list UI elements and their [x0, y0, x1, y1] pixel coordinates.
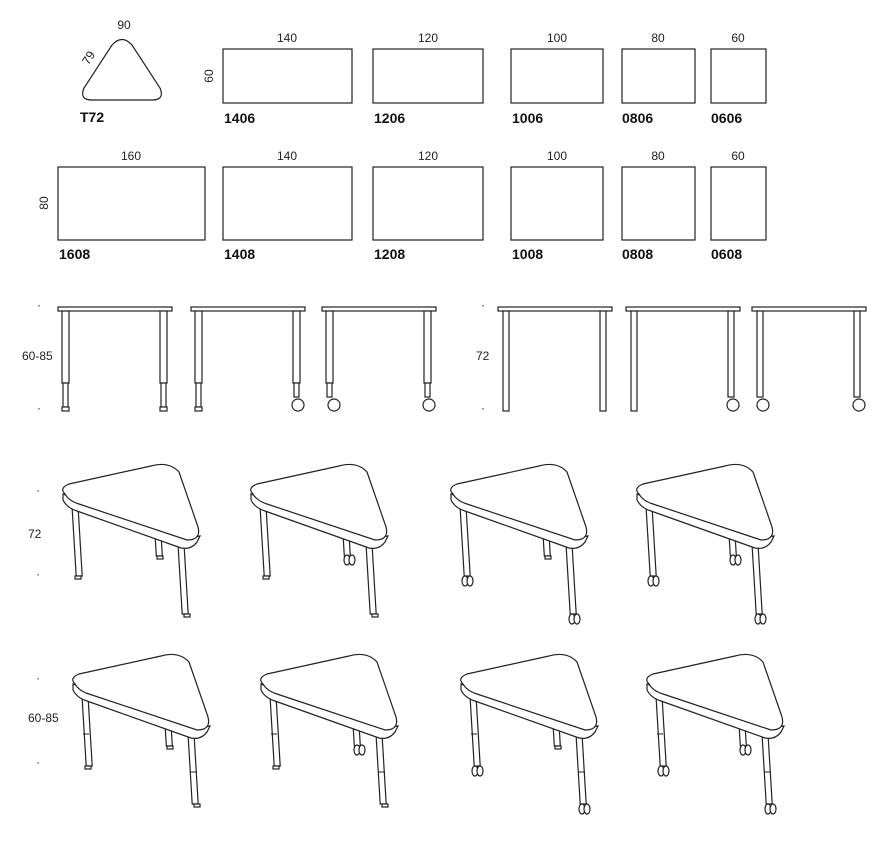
perspective-tables: [62, 463, 786, 815]
table-0806-code: 0806: [622, 110, 653, 126]
table-1006-code: 1006: [512, 110, 543, 126]
perspective-triangle-table: [636, 463, 776, 625]
side-adjustable-height-label: 60-85: [22, 349, 53, 363]
table-0808-code: 0808: [622, 246, 653, 262]
side-view-adjustable-group: · 60-85 ·: [22, 298, 437, 415]
perspective-triangle-table: [646, 653, 786, 815]
table-1208-width: 120: [418, 149, 438, 163]
row60-height-label: 60: [202, 69, 216, 83]
table-1408-code: 1408: [224, 246, 255, 262]
triangle-code-label: T72: [80, 109, 104, 125]
table-1208: 120 1208: [372, 149, 484, 262]
table-1608-width: 160: [121, 149, 141, 163]
table-0606-width: 60: [731, 31, 745, 45]
perspective-adjustable-height-label: 60-85: [28, 711, 59, 725]
perspective-triangle-table: [62, 463, 202, 618]
table-0808-width: 80: [651, 149, 665, 163]
table-0808: 80 0808: [621, 149, 696, 262]
dot-marker: ·: [37, 298, 41, 312]
side-table-casters: [321, 306, 437, 412]
table-1206: 120 1206: [372, 31, 484, 126]
triangle-top-plan: 90 79 T72: [79, 18, 162, 125]
side-view-fixed-group: · 72 ·: [476, 298, 867, 415]
dot-marker: ·: [481, 298, 485, 312]
table-1406-width: 140: [277, 31, 297, 45]
table-0606-code: 0606: [711, 110, 742, 126]
table-1406: 140 1406: [222, 31, 353, 126]
table-0608-code: 0608: [711, 246, 742, 262]
dot-marker: ·: [481, 401, 485, 415]
caster-icon: [726, 398, 740, 412]
side-table-glides: [57, 306, 173, 412]
table-1206-code: 1206: [374, 110, 405, 126]
table-0806: 80 0806: [621, 31, 696, 126]
table-0606: 60 0606: [710, 31, 767, 126]
perspective-triangle-table: [450, 463, 590, 625]
side-fixed-height-label: 72: [476, 349, 490, 363]
table-1006: 100 1006: [510, 31, 604, 126]
table-1608: 160 1608: [57, 149, 206, 262]
triangle-side-label: 79: [79, 48, 98, 67]
triangle-width-label: 90: [117, 18, 131, 32]
table-1608-code: 1608: [59, 246, 90, 262]
table-1006-width: 100: [547, 31, 567, 45]
table-0806-width: 80: [651, 31, 665, 45]
caster-icon: [756, 398, 770, 412]
dot-marker: ·: [36, 567, 40, 581]
caster-icon: [291, 398, 305, 412]
dot-marker: ·: [36, 671, 40, 685]
dot-marker: ·: [37, 401, 41, 415]
caster-icon: [327, 398, 341, 412]
side-table-fixed-casters: [751, 306, 867, 412]
table-1408: 140 1408: [222, 149, 353, 262]
dot-marker: ·: [36, 755, 40, 769]
side-table-fixed-glides: [497, 306, 613, 412]
table-1408-width: 140: [277, 149, 297, 163]
dot-marker: ·: [36, 483, 40, 497]
caster-icon: [852, 398, 866, 412]
table-1208-code: 1208: [374, 246, 405, 262]
table-1008: 100 1008: [510, 149, 604, 262]
perspective-triangle-table: [250, 463, 390, 618]
table-1008-width: 100: [547, 149, 567, 163]
caster-icon: [422, 398, 436, 412]
side-table-fixed-glide-caster: [625, 306, 741, 412]
table-1206-width: 120: [418, 31, 438, 45]
perspective-triangle-table: [72, 653, 212, 808]
table-0608-width: 60: [731, 149, 745, 163]
perspective-fixed-height-label: 72: [28, 527, 42, 541]
perspective-triangle-table: [260, 653, 400, 808]
perspective-triangle-table: [460, 653, 600, 815]
table-1406-code: 1406: [224, 110, 255, 126]
table-0608: 60 0608: [710, 149, 767, 262]
side-table-glide-caster: [190, 306, 306, 412]
row80-height-label: 80: [37, 196, 51, 210]
table-1008-code: 1008: [512, 246, 543, 262]
